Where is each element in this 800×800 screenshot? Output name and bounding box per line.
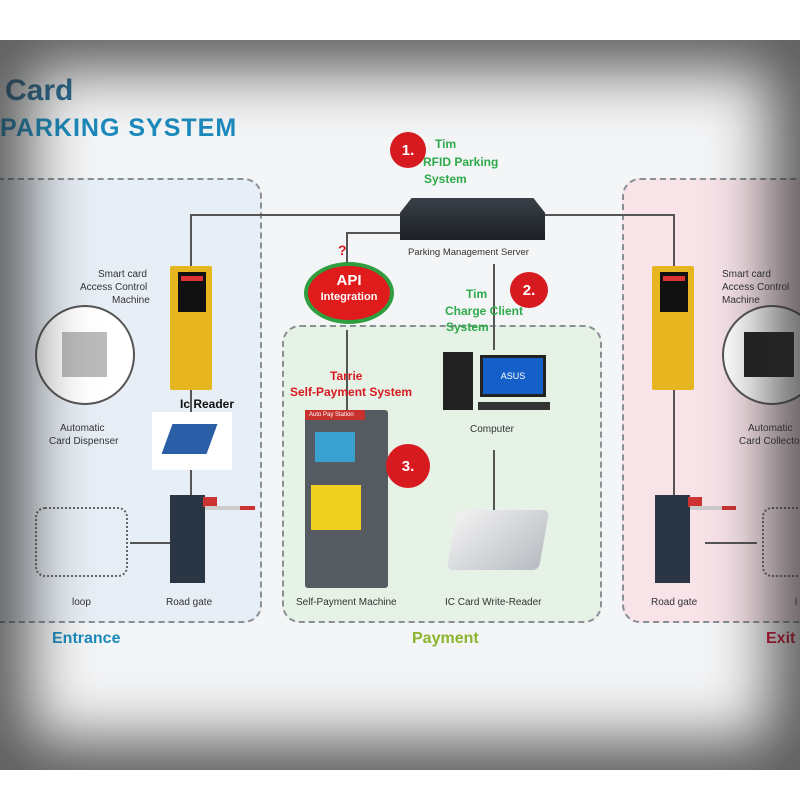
step-3-badge: 3. — [386, 444, 430, 488]
card-dispenser-image — [35, 305, 135, 405]
server-device — [400, 198, 545, 240]
entrance-road-gate — [170, 495, 217, 583]
server-name-line1: Tim — [435, 137, 457, 151]
exit-zone-label: Exit — [766, 630, 796, 647]
entrance-zone — [0, 178, 262, 623]
charge-client-line3: System — [446, 320, 489, 334]
ic-reader-image — [152, 412, 232, 470]
self-payment-machine-label: Self-Payment Machine — [296, 597, 397, 608]
exit-access-machine — [652, 266, 694, 390]
exit-loop — [762, 507, 800, 577]
entrance-road-gate-label: Road gate — [166, 597, 213, 608]
server-name-line2: RFID Parking — [423, 155, 499, 169]
computer-monitor: ASUS — [480, 355, 546, 397]
entrance-smartcard-line1: Smart card — [98, 269, 147, 280]
server-name-line3: System — [424, 172, 467, 186]
card-collector-image — [722, 305, 800, 405]
self-payment-owner: Tarrie — [330, 369, 363, 383]
title-card: Card — [5, 74, 74, 107]
payment-zone-label: Payment — [412, 630, 479, 647]
step-2-badge: 2. — [510, 272, 548, 308]
exit-smartcard-line3: Machine — [722, 295, 760, 306]
title-parking-system: PARKING SYSTEM — [0, 114, 238, 142]
exit-smartcard-line1: Smart card — [722, 269, 771, 280]
ic-reader-label: Ic Reader — [180, 397, 235, 411]
api-label: API — [336, 272, 362, 289]
dispenser-label-2: Card Dispenser — [49, 436, 119, 447]
integration-label: Integration — [320, 291, 378, 303]
machine-header: Auto Pay Station — [305, 410, 365, 420]
collector-label-1: Automatic — [748, 423, 793, 434]
keyboard — [478, 402, 550, 410]
entrance-access-machine — [170, 266, 212, 390]
entrance-zone-label: Entrance — [52, 630, 121, 647]
exit-road-gate-label: Road gate — [651, 597, 698, 608]
entrance-gate-arm — [205, 506, 255, 510]
entrance-smartcard-line3: Machine — [112, 295, 150, 306]
collector-label-2: Card Collector — [739, 436, 800, 447]
api-integration-oval: API Integration — [304, 262, 394, 324]
self-payment-title: Self-Payment System — [290, 385, 413, 399]
charge-client-line2: Charge Client — [445, 304, 524, 318]
dispenser-label-1: Automatic — [60, 423, 105, 434]
computer-label: Computer — [470, 424, 514, 435]
ic-card-reader-label: IC Card Write-Reader — [445, 597, 542, 608]
exit-gate-arm — [690, 506, 736, 510]
exit-smartcard-line2: Access Control — [722, 282, 790, 293]
server-label: Parking Management Server — [408, 247, 529, 258]
entrance-loop — [35, 507, 128, 577]
self-payment-machine: Auto Pay Station — [305, 410, 388, 588]
charge-client-line1: Tim — [466, 287, 488, 301]
entrance-smartcard-line2: Access Control — [80, 282, 148, 293]
ic-card-reader — [446, 510, 550, 570]
computer-tower — [443, 352, 473, 410]
entrance-loop-label: loop — [72, 597, 91, 608]
api-question-mark: ? — [338, 242, 347, 258]
exit-road-gate — [655, 495, 702, 583]
step-1-badge: 1. — [390, 132, 426, 168]
exit-loop-label: l — [795, 597, 798, 608]
parking-diagram: Card PARKING SYSTEM 1. Tim RFID Parking … — [0, 40, 800, 770]
